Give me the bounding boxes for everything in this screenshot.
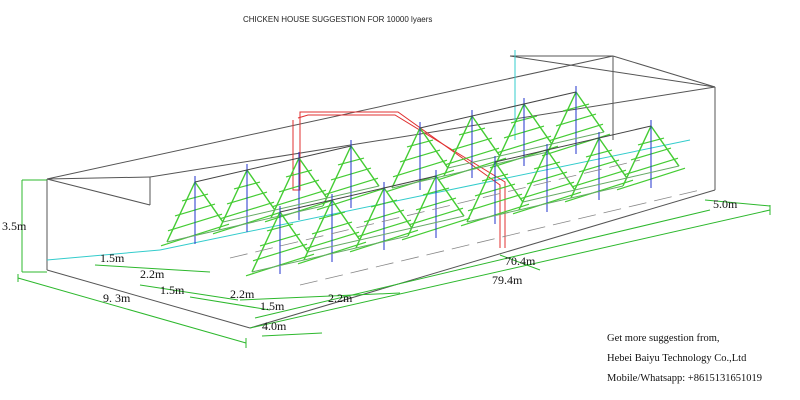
cage-line	[303, 199, 333, 261]
house-width-label: 9. 3m	[103, 291, 131, 305]
house-outline	[46, 55, 716, 329]
cage-line	[194, 145, 352, 183]
cage-rows	[160, 86, 701, 286]
contact-block: Get more suggestion from, Hebei Baiyu Te…	[607, 329, 762, 389]
aisle-width-mid-label: 1.5m	[160, 283, 185, 297]
cage-width-1-label: 2.2m	[140, 267, 165, 281]
cage-line	[407, 175, 437, 237]
cage-width-2-label: 2.2m	[230, 287, 255, 301]
cage-line	[391, 127, 421, 189]
cage-row-length-label: 70.4m	[505, 254, 536, 268]
aisle-width-left-label: 1.5m	[100, 251, 125, 265]
cage-line	[166, 205, 324, 243]
cage-line	[391, 151, 549, 189]
cage-width-front-label: 2.2m	[328, 291, 353, 305]
cage-line	[622, 125, 652, 187]
cage-line	[494, 125, 652, 163]
aisle-line	[299, 189, 701, 286]
cage-line	[523, 103, 553, 145]
cage-line	[331, 199, 361, 241]
aisle-line	[229, 159, 641, 259]
cage-line	[419, 127, 449, 169]
cage-line	[251, 235, 409, 273]
cage-line	[298, 157, 328, 199]
cage-line	[322, 145, 352, 207]
diagram-title: CHICKEN HOUSE SUGGESTION FOR 10000 lyaer…	[243, 15, 432, 24]
cage-line	[495, 103, 525, 165]
cage-line	[350, 145, 380, 187]
cage-line	[355, 187, 385, 249]
cage-line	[279, 175, 437, 213]
far-end-space-label: 5.0m	[713, 197, 738, 211]
cage-line	[466, 161, 496, 223]
cage-line	[443, 115, 473, 177]
cage-line	[218, 169, 248, 231]
dimension-lines	[17, 179, 771, 348]
contact-line-2: Hebei Baiyu Technology Co.,Ltd	[607, 353, 747, 364]
cage-line	[279, 211, 309, 253]
cage-line	[194, 181, 224, 223]
cage-line	[307, 215, 465, 253]
cage-line	[222, 185, 380, 223]
cage-line	[383, 187, 413, 229]
aisle-width-front-label: 1.5m	[260, 299, 285, 313]
cage-line	[246, 169, 276, 211]
contact-line-3: Mobile/Whatsapp: +8615131651019	[607, 373, 762, 384]
cage-line	[546, 149, 576, 191]
house-length-label: 79.4m	[492, 273, 523, 287]
cage-line	[435, 175, 465, 217]
cage-line	[575, 91, 605, 133]
contact-line-1: Get more suggestion from,	[607, 333, 720, 344]
cage-line	[166, 181, 196, 243]
cage-line	[419, 91, 577, 129]
cage-line	[650, 125, 680, 167]
cage-line	[522, 165, 680, 203]
air-pipe	[292, 111, 506, 248]
cage-line	[270, 157, 300, 219]
cage-line	[251, 211, 281, 273]
end-space-label: 4.0m	[262, 319, 287, 333]
cage-line	[570, 137, 600, 199]
height-label: 3.5m	[2, 219, 27, 233]
cage-line	[466, 185, 624, 223]
cage-line	[547, 91, 577, 153]
cage-line	[494, 161, 524, 203]
cage-line	[518, 149, 548, 211]
cage-line	[447, 131, 605, 169]
